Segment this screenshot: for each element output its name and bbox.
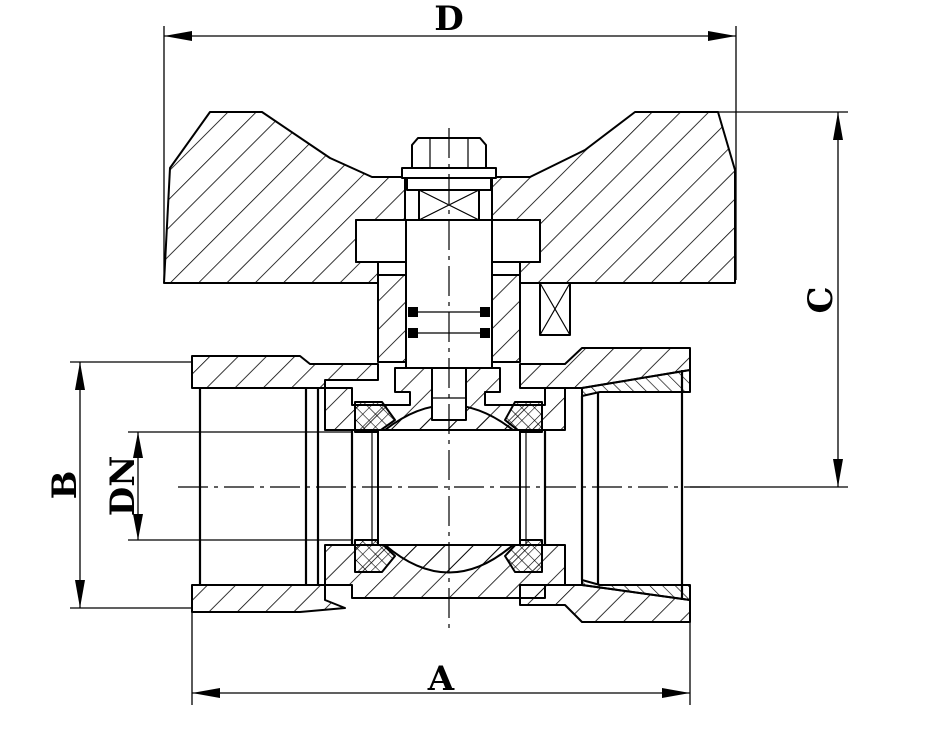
dimension-a: A <box>191 612 691 705</box>
label-dn: DN <box>103 456 143 517</box>
label-a: A <box>427 659 455 699</box>
valve-body <box>191 347 691 623</box>
dimension-d: D <box>163 0 737 280</box>
dimension-b: B <box>45 361 192 609</box>
dimension-c: C <box>636 111 848 488</box>
label-b: B <box>45 471 85 500</box>
dimension-dn: DN <box>103 431 352 541</box>
label-c: C <box>801 286 841 313</box>
label-d: D <box>434 0 463 39</box>
center-lines <box>178 128 710 630</box>
butterfly-handle <box>163 111 736 336</box>
